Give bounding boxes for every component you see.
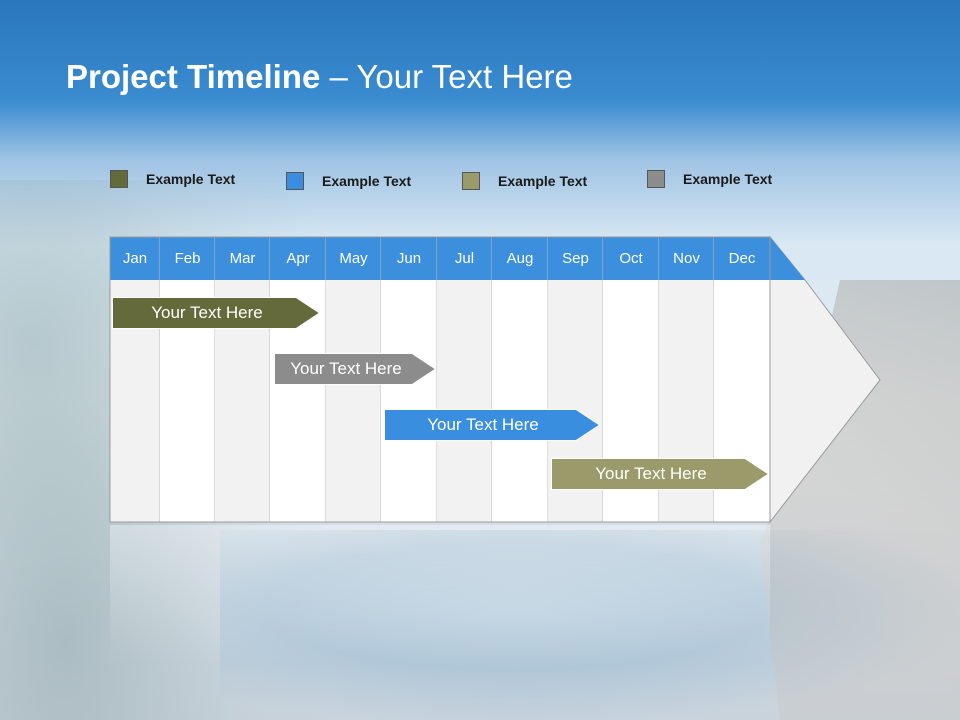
timeline-frame: [109, 236, 771, 523]
task-bar-shape: [551, 458, 769, 490]
task-bar-shape: [112, 297, 320, 329]
month-label-apr: Apr: [286, 250, 310, 267]
legend-swatch: [286, 172, 304, 190]
title-bold: Project Timeline: [66, 58, 321, 95]
month-label-nov: Nov: [673, 250, 700, 267]
task-bar-shape: [384, 409, 600, 441]
page-title: Project Timeline – Your Text Here: [66, 58, 573, 96]
month-label-dec: Dec: [728, 250, 756, 267]
legend-label: Example Text: [322, 173, 412, 189]
month-label-mar: Mar: [229, 250, 256, 267]
month-label-oct: Oct: [619, 250, 643, 267]
month-column: [492, 280, 548, 522]
timeline-reflection: [110, 525, 770, 665]
month-column: [437, 280, 492, 522]
task-bar-label: Your Text Here: [151, 303, 263, 322]
task-bar-1[interactable]: Your Text Here: [112, 297, 320, 329]
month-label-jan: Jan: [122, 250, 148, 267]
legend-swatch: [110, 170, 128, 188]
month-label-jun: Jun: [396, 250, 422, 267]
legend-swatch: [647, 170, 665, 188]
month-label-sep: Sep: [562, 250, 589, 267]
month-label-may: May: [339, 250, 368, 267]
month-label-aug: Aug: [506, 250, 534, 267]
month-header-cell: [659, 237, 714, 280]
task-bar-label: Your Text Here: [427, 415, 539, 434]
month-header-cell: [160, 237, 215, 280]
month-header-cell: [110, 237, 160, 280]
task-bar-label: Your Text Here: [595, 464, 707, 483]
month-header-cell: [326, 237, 381, 280]
month-header-cell: [714, 237, 770, 280]
month-header-cell: [437, 237, 492, 280]
month-label-jul: Jul: [454, 250, 475, 267]
month-header-cell: [492, 237, 548, 280]
title-rest: – Your Text Here: [320, 58, 573, 95]
month-column: [381, 280, 437, 522]
month-header-cell: [548, 237, 603, 280]
task-bar-shape: [274, 353, 436, 385]
legend-item-4: Example Text: [647, 170, 772, 188]
legend-label: Example Text: [498, 173, 588, 189]
legend-item-3: Example Text: [462, 172, 587, 190]
task-bar-2[interactable]: Your Text Here: [274, 353, 436, 385]
legend-label: Example Text: [683, 171, 773, 187]
month-column: [326, 280, 381, 522]
legend-item-2: Example Text: [286, 172, 411, 190]
arrow-head-header: [770, 237, 805, 280]
task-bar-label: Your Text Here: [290, 359, 402, 378]
month-header-cell: [603, 237, 659, 280]
task-bar-4[interactable]: Your Text Here: [551, 458, 769, 490]
month-label-feb: Feb: [174, 250, 201, 267]
legend-swatch: [462, 172, 480, 190]
legend-item-1: Example Text: [110, 170, 235, 188]
month-header-cell: [215, 237, 270, 280]
month-header-cell: [381, 237, 437, 280]
task-bar-3[interactable]: Your Text Here: [384, 409, 600, 441]
month-header-cell: [270, 237, 326, 280]
legend-label: Example Text: [146, 171, 236, 187]
